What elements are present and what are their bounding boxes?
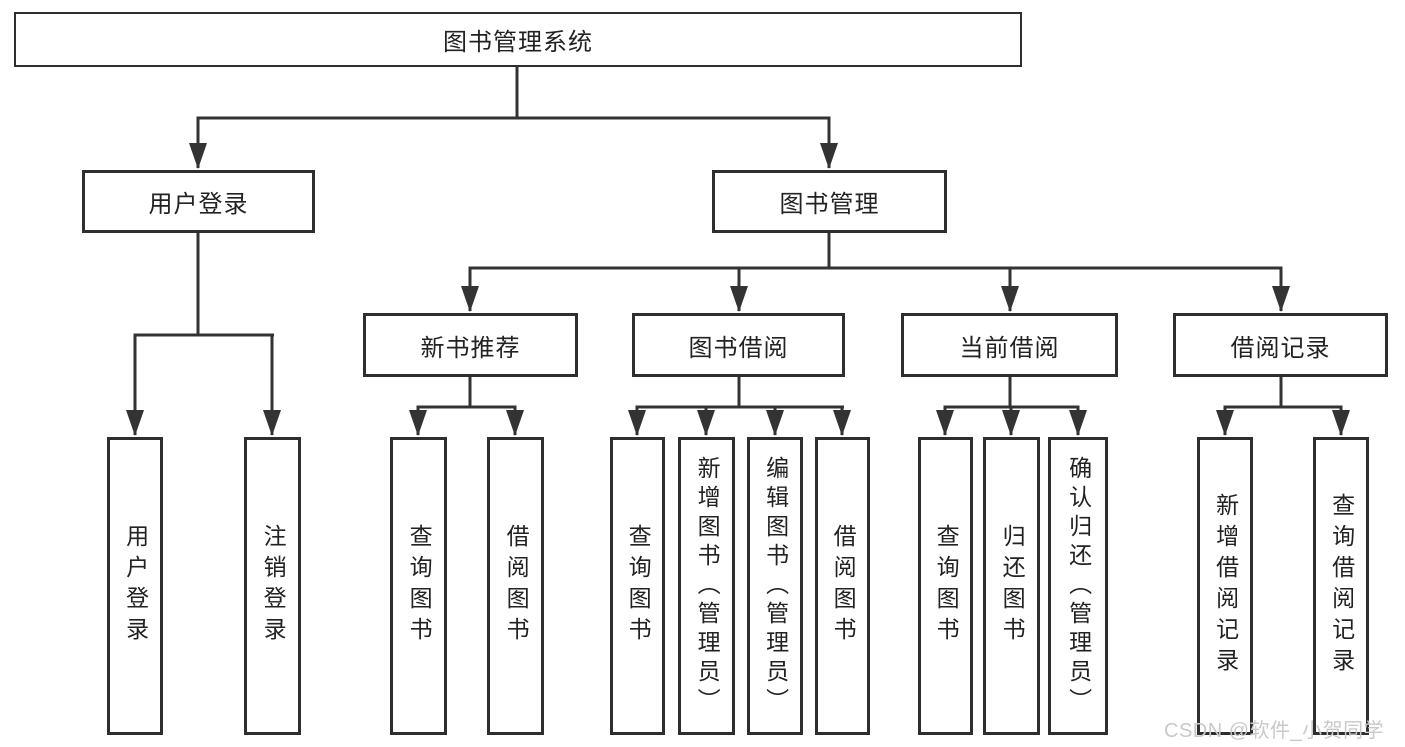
node-new-book-recommendation: 新书推荐 <box>363 313 578 377</box>
leaf-query-books-recommend: 查询图书 <box>390 437 447 735</box>
leaf-add-book-admin: 新增图书（管理员） <box>678 437 735 735</box>
node-label: 编辑图书（管理员） <box>762 455 789 717</box>
connector-book-management <box>461 232 1290 312</box>
leaf-logout: 注销登录 <box>244 437 301 735</box>
node-label: 查询图书 <box>406 524 433 648</box>
leaf-return-book: 归还图书 <box>983 437 1040 735</box>
leaf-edit-book-admin: 编辑图书（管理员） <box>747 437 803 735</box>
connector-borrowing-records <box>1216 376 1350 436</box>
node-label: 查询图书 <box>933 524 960 648</box>
node-label: 借阅图书 <box>830 524 857 648</box>
node-book-borrowing: 图书借阅 <box>632 313 845 377</box>
leaf-add-borrow-record: 新增借阅记录 <box>1197 437 1253 735</box>
leaf-query-books-current: 查询图书 <box>918 437 973 735</box>
connector-root <box>189 67 838 169</box>
leaf-borrow-books-recommend: 借阅图书 <box>487 437 544 735</box>
leaf-query-books-borrowing: 查询图书 <box>610 437 665 735</box>
connector-book-borrowing <box>628 376 851 436</box>
node-current-borrowing: 当前借阅 <box>901 313 1118 377</box>
node-label: 注销登录 <box>260 524 287 648</box>
csdn-watermark: CSDN @软件_小贺同学 <box>1164 720 1385 742</box>
connector-current-borrowing <box>936 376 1087 436</box>
node-borrowing-records: 借阅记录 <box>1173 313 1388 377</box>
node-book-management: 图书管理 <box>712 170 947 233</box>
node-label: 归还图书 <box>999 524 1026 648</box>
leaf-user-login: 用户登录 <box>107 437 163 735</box>
node-label: 确认归还（管理员） <box>1065 455 1092 717</box>
node-label: 借阅图书 <box>503 524 530 648</box>
leaf-query-borrow-record: 查询借阅记录 <box>1313 437 1369 735</box>
connector-user-login <box>126 232 281 436</box>
node-label: 新增借阅记录 <box>1212 493 1239 679</box>
node-user-login: 用户登录 <box>82 170 315 233</box>
leaf-borrow-books-borrowing: 借阅图书 <box>815 437 870 735</box>
leaf-confirm-return-admin: 确认归还（管理员） <box>1048 437 1108 735</box>
node-library-system: 图书管理系统 <box>14 12 1022 67</box>
node-label: 查询借阅记录 <box>1328 493 1355 679</box>
connector-new-book-recommendation <box>409 376 524 436</box>
node-label: 新增图书（管理员） <box>694 455 721 717</box>
node-label: 查询图书 <box>625 524 652 648</box>
node-label: 用户登录 <box>122 524 149 648</box>
